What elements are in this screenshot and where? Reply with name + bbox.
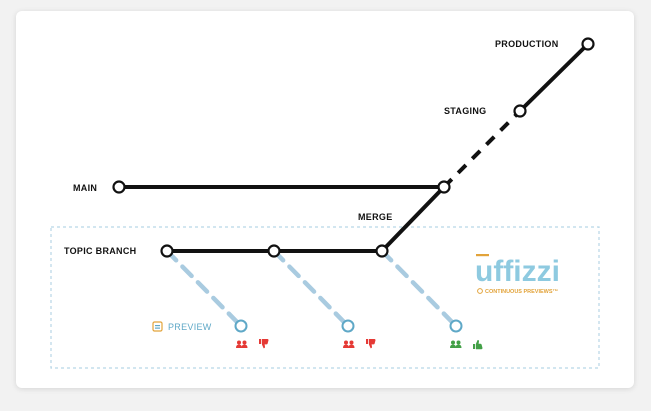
- preview-line-3: [379, 248, 459, 329]
- topic-node-1: [160, 244, 174, 258]
- reviewers-icon: [343, 340, 355, 348]
- merge-label: MERGE: [358, 212, 393, 222]
- topic-branch-label: TOPIC BRANCH: [64, 246, 136, 256]
- preview-area-box: [50, 226, 600, 369]
- main-to-staging-line: [442, 109, 522, 189]
- reviewers-icon: [450, 340, 462, 348]
- preview-node-3: [449, 319, 463, 333]
- preview-node-1: [234, 319, 248, 333]
- preview-label: PREVIEW: [168, 322, 212, 332]
- uffizzi-logo: uffizzi CONTINUOUS PREVIEWS™: [475, 254, 560, 295]
- merge-line: [380, 185, 446, 253]
- preview-icon: [152, 321, 163, 332]
- production-node: [581, 37, 595, 51]
- thumbs-up-icon: [473, 340, 483, 350]
- topic-node-3: [375, 244, 389, 258]
- thumbs-down-icon: [259, 339, 269, 349]
- staging-node: [513, 104, 527, 118]
- preview-line-2: [271, 248, 351, 329]
- topic-node-2: [267, 244, 281, 258]
- preview-line-1: [164, 248, 244, 329]
- logo-mark-icon: [477, 288, 483, 294]
- diagram-card: [16, 11, 634, 388]
- preview-node-2: [341, 319, 355, 333]
- merge-node: [437, 180, 451, 194]
- staging-to-production-line: [518, 42, 590, 113]
- reviewers-icon: [236, 340, 248, 348]
- staging-label: STAGING: [444, 106, 486, 116]
- thumbs-down-icon: [366, 339, 376, 349]
- logo-wordmark: uffizzi: [475, 255, 560, 288]
- logo-tagline: CONTINUOUS PREVIEWS™: [485, 289, 558, 295]
- production-label: PRODUCTION: [495, 39, 559, 49]
- logo-accent-bar: [476, 254, 489, 257]
- main-start-node: [112, 180, 126, 194]
- main-label: MAIN: [73, 183, 97, 193]
